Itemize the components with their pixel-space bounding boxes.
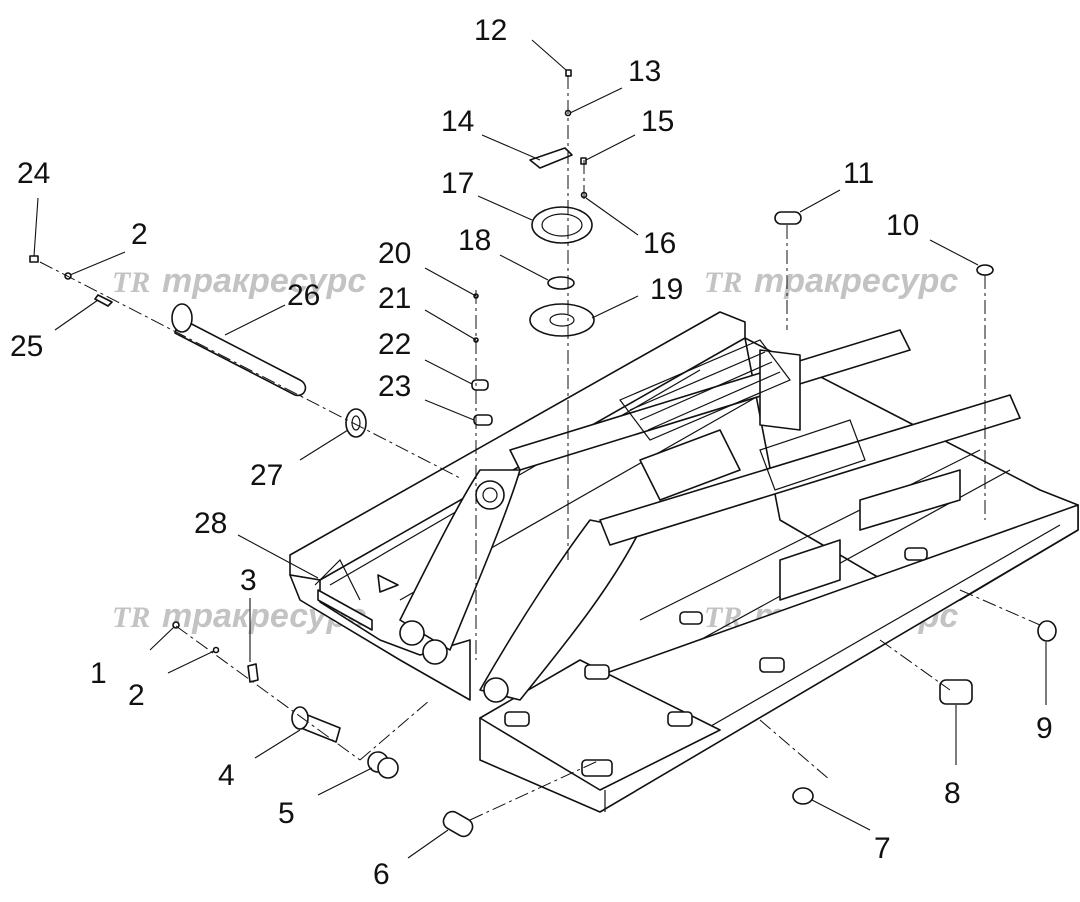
callout-21: 21 bbox=[378, 282, 411, 315]
callout-2: 2 bbox=[128, 679, 145, 712]
callout-11: 11 bbox=[843, 157, 874, 190]
callout-26: 26 bbox=[287, 279, 320, 312]
callout-2: 2 bbox=[131, 218, 148, 251]
watermark-logo: TR bbox=[112, 266, 150, 299]
callout-28: 28 bbox=[194, 507, 227, 540]
callout-8: 8 bbox=[944, 777, 961, 810]
callout-23: 23 bbox=[378, 370, 411, 403]
callout-9: 9 bbox=[1036, 712, 1053, 745]
callout-16: 16 bbox=[643, 227, 676, 260]
callout-24: 24 bbox=[17, 157, 50, 190]
callout-13: 13 bbox=[628, 55, 661, 88]
watermark-brand: тракресурс bbox=[754, 262, 958, 300]
watermark-brand: тракресурс bbox=[162, 262, 366, 300]
plugs-6-7-8-9 bbox=[442, 211, 1057, 838]
callout-7: 7 bbox=[874, 832, 891, 865]
callout-14: 14 bbox=[441, 105, 474, 138]
callout-19: 19 bbox=[650, 273, 683, 306]
bolt-1-washer-2-clip-3 bbox=[172, 621, 259, 683]
callout-12: 12 bbox=[474, 14, 507, 47]
callout-20: 20 bbox=[378, 237, 411, 270]
callout-27: 27 bbox=[250, 459, 283, 492]
upper-frame-drawing bbox=[289, 311, 1079, 813]
callout-10: 10 bbox=[886, 209, 919, 242]
pin-26 bbox=[171, 303, 307, 397]
callout-5: 5 bbox=[278, 797, 295, 830]
callout-25: 25 bbox=[10, 330, 43, 363]
watermark-logo: TR bbox=[704, 266, 742, 299]
callout-22: 22 bbox=[378, 328, 411, 361]
callout-3: 3 bbox=[240, 564, 257, 597]
washer-27 bbox=[345, 408, 367, 438]
callout-1: 1 bbox=[90, 657, 107, 690]
callout-18: 18 bbox=[458, 224, 491, 257]
watermark-top-right: TR тракресурс bbox=[704, 262, 958, 300]
callout-17: 17 bbox=[441, 167, 474, 200]
top-cover-parts-12-19 bbox=[529, 69, 595, 337]
watermark-top-left: TR тракресурс bbox=[112, 262, 366, 300]
callout-6: 6 bbox=[373, 858, 390, 891]
leader-lines bbox=[33, 39, 1047, 859]
callout-4: 4 bbox=[218, 759, 235, 792]
small-parts-20-23 bbox=[471, 293, 493, 426]
watermark-logo: TR bbox=[112, 601, 150, 634]
assembly-centerlines bbox=[39, 75, 1041, 821]
pin-4-washer-5 bbox=[291, 706, 399, 779]
callout-15: 15 bbox=[641, 105, 674, 138]
callout-labels: 1 2 2 3 4 5 6 7 8 9 10 11 12 13 14 15 16… bbox=[10, 14, 1053, 891]
